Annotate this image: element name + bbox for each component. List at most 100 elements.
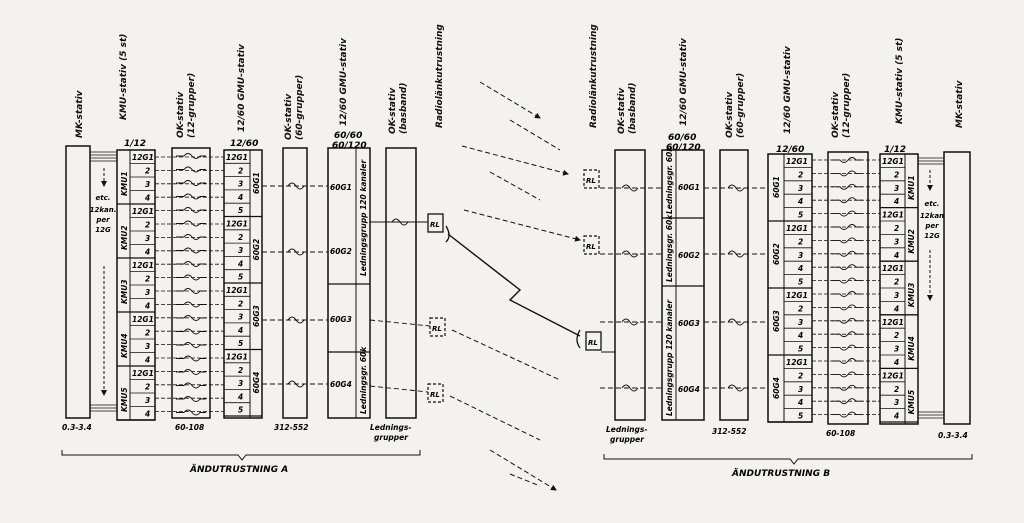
header-okbas-b-2: (basband) xyxy=(628,83,638,134)
kmu-b-row: 2 xyxy=(894,278,899,287)
ledning-a-2: grupper xyxy=(374,433,409,442)
kmu-a-row: 12G1 xyxy=(132,369,154,378)
kmu-a-row: 4 xyxy=(145,410,150,419)
gmu-b-row: 5 xyxy=(798,345,803,354)
kmu-b-row: 3 xyxy=(894,345,899,354)
mk-text-b-3: 12G xyxy=(924,232,940,240)
header-ok60-b-2: (60-grupper) xyxy=(736,73,746,138)
rl-unit-a-2: RL xyxy=(429,317,446,337)
kmu-b-row: 12G1 xyxy=(882,318,904,327)
gmu-a-row: 2 xyxy=(238,166,243,175)
ledgrupp-a-bot: Ledningsgr. 60k xyxy=(359,346,368,414)
freq-mk-b: 0.3-3.4 xyxy=(938,431,968,440)
kmu-b-row: 2 xyxy=(894,224,899,233)
rl-unit-a-main: RL xyxy=(427,213,450,243)
ledgrupp-b-mid: Ledningsgr. 60k xyxy=(665,214,674,282)
kmu-a-row: 3 xyxy=(145,342,150,351)
header-kmu-b: KMU-stativ (5 st) xyxy=(895,38,905,124)
gmu-b-row: 2 xyxy=(798,371,803,380)
mk-text-b-0: etc. xyxy=(925,200,940,208)
ok12-stativ-b xyxy=(827,151,869,425)
kmu-b-row: 4 xyxy=(894,197,899,206)
gmu-a-row: 12G1 xyxy=(226,220,248,229)
gmu-b-row: 3 xyxy=(798,385,803,394)
svg-text:RL: RL xyxy=(430,391,440,399)
kmu-b-row: 4 xyxy=(894,251,899,260)
header-kmu-a: KMU-stativ (5 st) xyxy=(119,34,129,120)
kmu-a-row: 4 xyxy=(145,302,150,311)
mk-lines-a xyxy=(90,151,117,412)
kmu-b-row: 4 xyxy=(894,304,899,313)
ledning-a-1: Lednings- xyxy=(370,423,411,432)
header-okbas-a-2: (basband) xyxy=(399,83,409,134)
kmu-a-row: 2 xyxy=(145,329,150,338)
svg-text:60G2: 60G2 xyxy=(678,251,700,260)
ledgrupp-b-bot: Ledningsgrupp 120 kanaler xyxy=(665,299,674,416)
svg-text:RL: RL xyxy=(586,243,596,251)
connections-a xyxy=(155,156,431,413)
gmu-b-unit: 60G1 xyxy=(772,176,781,198)
svg-text:RL: RL xyxy=(586,177,596,185)
mk-text-a-2: per xyxy=(95,216,110,224)
gmu1260-stativ-b: 12G1234560G112G1234560G212G1234560G312G1… xyxy=(767,153,813,423)
kmu-b-row: 12G1 xyxy=(882,211,904,220)
kmu-b-row: 3 xyxy=(894,237,899,246)
gmu-a-row: 2 xyxy=(238,366,243,375)
ledgrupp-a-top: Ledningsgrupp 120 kanaler xyxy=(359,159,368,276)
gmu-a-row: 12G1 xyxy=(226,353,248,362)
gmu-a-row: 12G1 xyxy=(226,153,248,162)
gmu-a-row: 2 xyxy=(238,233,243,242)
gmu-a-row: 5 xyxy=(238,339,243,348)
gmu-b-row: 3 xyxy=(798,318,803,327)
kmu-a-row: 12G1 xyxy=(132,207,154,216)
kmu-a-row: 4 xyxy=(145,356,150,365)
mk-stativ-a xyxy=(65,145,91,419)
ok12-symbols-a xyxy=(176,153,206,416)
kmu-b-unit: KMU5 xyxy=(907,390,916,415)
gmu-b-row: 12G1 xyxy=(786,358,808,367)
gmu120-ratio-a2: 60/120 xyxy=(332,141,367,151)
gmu-b-row: 4 xyxy=(798,264,803,273)
gmu-a-unit: 60G1 xyxy=(252,172,261,194)
gmu-b-row: 5 xyxy=(798,278,803,287)
kmu-a-row: 12G1 xyxy=(132,315,154,324)
gmu-b-row: 4 xyxy=(798,197,803,206)
gmu-b-row: 2 xyxy=(798,304,803,313)
radio-beams xyxy=(449,81,581,491)
gmu1260-stativ-a: 12G1234560G112G1234560G212G1234560G312G1… xyxy=(223,149,263,419)
kmu-a-row: 4 xyxy=(145,248,150,257)
gmu-ratio-a: 12/60 xyxy=(230,139,258,149)
gmu-b-row: 2 xyxy=(798,170,803,179)
gmu-a-unit: 60G3 xyxy=(252,305,261,327)
header-gmu1260-a: 12/60 GMU-stativ xyxy=(237,43,247,132)
gmu-a-row: 3 xyxy=(238,379,243,388)
gmu-a-unit: 60G2 xyxy=(252,239,261,261)
gmu-b-row: 4 xyxy=(798,331,803,340)
kmu-a-unit: KMU3 xyxy=(120,279,129,304)
okbas-stativ-a xyxy=(385,147,417,419)
header-ok60-a-1: OK-stativ xyxy=(284,93,294,140)
gmu-b-unit: 60G3 xyxy=(772,310,781,332)
svg-text:RL: RL xyxy=(432,325,442,333)
kmu-a-row: 3 xyxy=(145,288,150,297)
gmu-b-unit: 60G2 xyxy=(772,243,781,265)
gmu-a-row: 4 xyxy=(238,392,243,401)
gmu120-ratio-a1: 60/60 xyxy=(334,131,362,141)
gmu120-a-60g3: 60G3 xyxy=(330,315,352,324)
mk-stativ-b xyxy=(943,151,971,425)
header-gmu60120-a: 12/60 GMU-stativ xyxy=(339,37,349,126)
kmu-a-row: 3 xyxy=(145,396,150,405)
gmu-b-row: 12G1 xyxy=(786,224,808,233)
rl-unit-a-3: RL xyxy=(427,383,444,403)
gmu-a-row: 4 xyxy=(238,259,243,268)
svg-text:RL: RL xyxy=(588,339,598,347)
ok12-stativ-a xyxy=(171,147,211,419)
kmu-stativ-b: 12G1234KMU112G1234KMU212G1234KMU312G1234… xyxy=(879,153,919,425)
kmu-b-row: 2 xyxy=(894,170,899,179)
freq-mk-a: 0.3-3.4 xyxy=(62,423,92,432)
gmu-a-unit: 60G4 xyxy=(252,372,261,394)
header-gmu60120-b: 12/60 GMU-stativ xyxy=(679,37,689,126)
freq-ok12-b: 60-108 xyxy=(826,429,855,438)
gmu-a-row: 4 xyxy=(238,326,243,335)
